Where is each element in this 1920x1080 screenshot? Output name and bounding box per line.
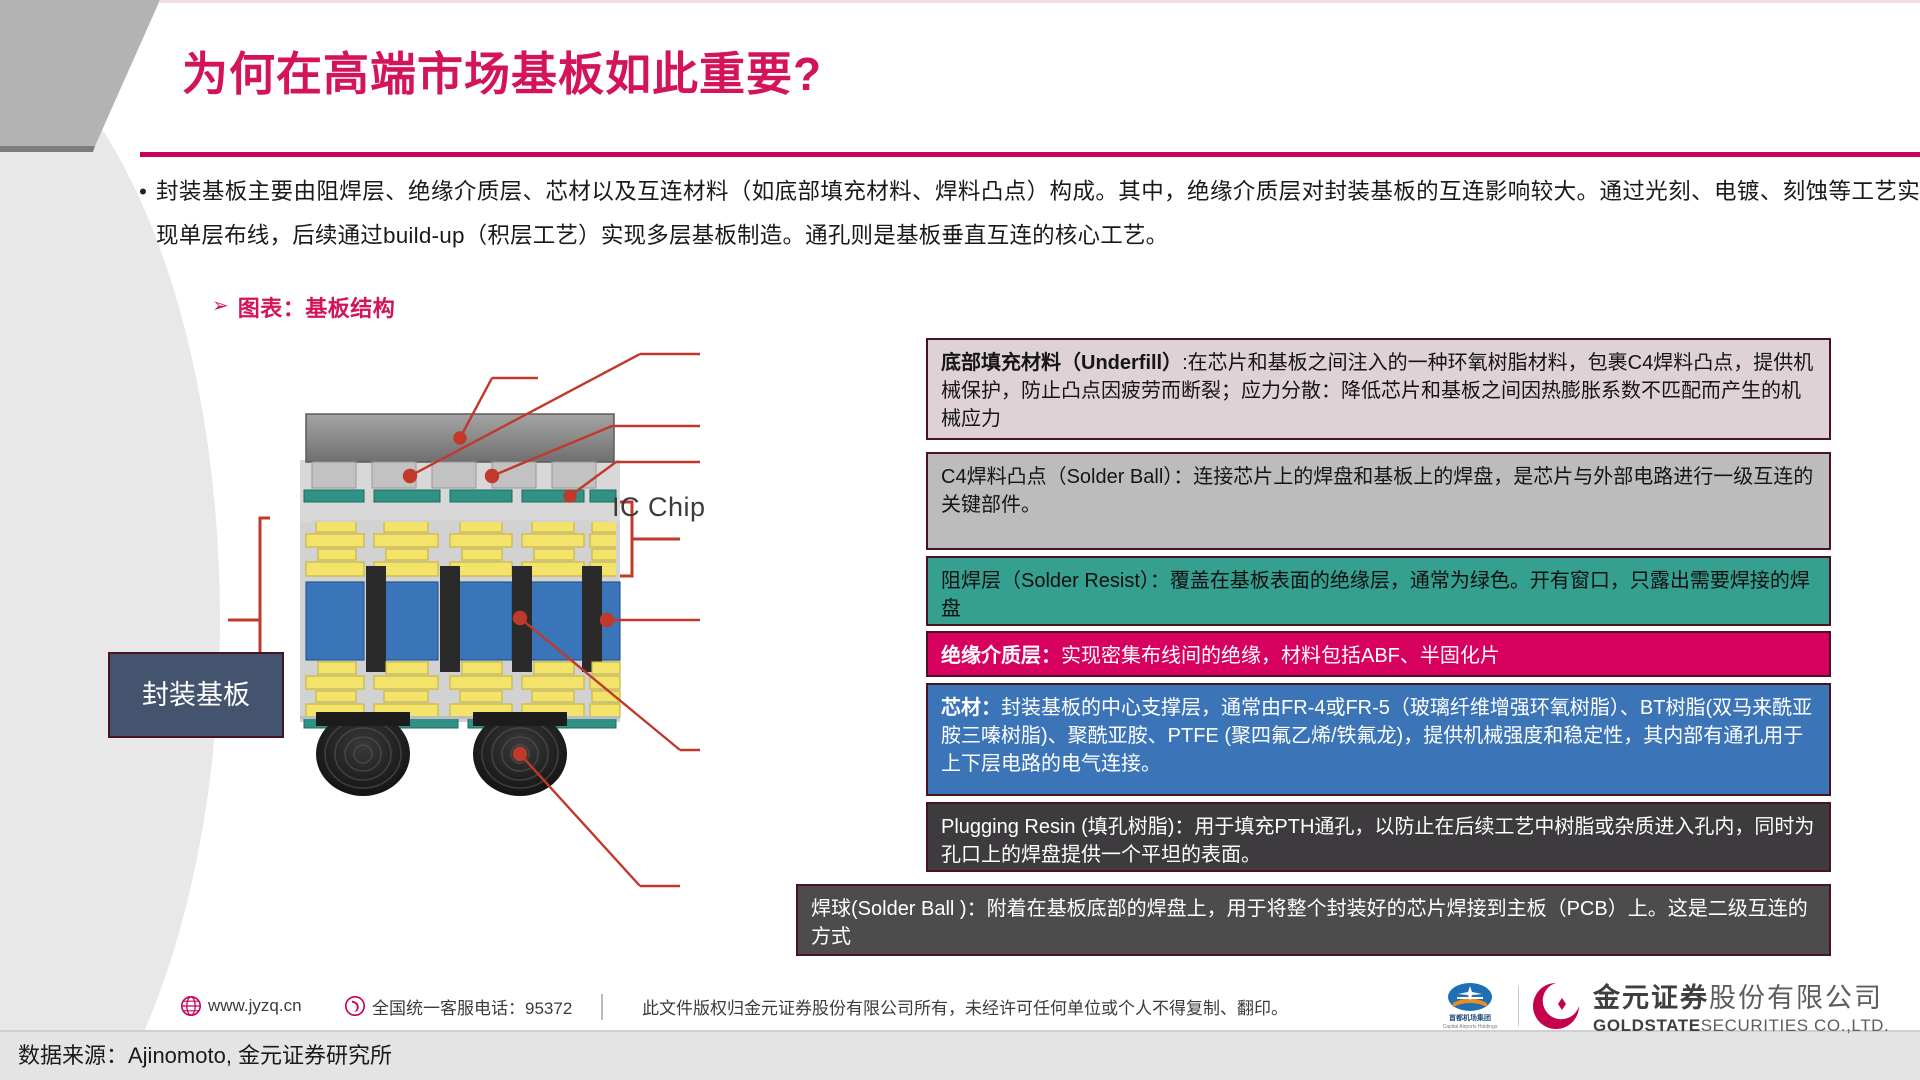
underfill-leader bbox=[402, 352, 700, 484]
title-underline-rule bbox=[140, 152, 1920, 157]
brand-block: 首都机场集团 Capital Airports Holdings 金元证券股份有… bbox=[1432, 980, 1889, 1035]
top-hairline bbox=[160, 0, 1920, 3]
buildup-copper-upper bbox=[305, 522, 616, 577]
bullet-row: • 封装基板主要由阻焊层、绝缘介质层、芯材以及互连材料（如底部填充材料、焊料凸点… bbox=[130, 170, 1920, 258]
legend-text: 封装基板的中心支撑层，通常由FR-4或FR-5（玻璃纤维增强环氧树脂）、BT树脂… bbox=[941, 697, 1813, 775]
footer-band bbox=[0, 1032, 1920, 1080]
footer-copyright: 此文件版权归金元证券股份有限公司所有，未经许可任何单位或个人不得复制、翻印。 bbox=[642, 994, 1288, 1019]
legend-item-core-material[interactable]: 芯材：封装基板的中心支撑层，通常由FR-4或FR-5（玻璃纤维增强环氧树脂）、B… bbox=[926, 683, 1831, 796]
legend-text: :在芯片和基板之间注入的一种环氧树脂材料，包裹C4焊料凸点，提供机械保护，防止凸… bbox=[941, 352, 1814, 430]
footer-copyright-text: 此文件版权归金元证券股份有限公司所有，未经许可任何单位或个人不得复制、翻印。 bbox=[642, 998, 1288, 1018]
footer-rule bbox=[0, 1030, 1920, 1032]
footer-bar: www.jyzq.cn 全国统一客服电话：95372 此文件版权归金元证券股份有… bbox=[0, 982, 1920, 1030]
corner-parallelogram-shade bbox=[0, 146, 95, 152]
substrate-cross-section-diagram bbox=[228, 352, 700, 888]
chart-caption: ➢ 图表：基板结构 bbox=[212, 291, 395, 323]
goldstate-en-rest: SECURITIES CO.,LTD. bbox=[1700, 1016, 1890, 1035]
capital-airports-mark bbox=[1448, 983, 1492, 1011]
goldstate-wordmark: 金元证券股份有限公司 GOLDSTATESECURITIES CO.,LTD. bbox=[1593, 976, 1889, 1036]
c4-bump-leader bbox=[484, 424, 700, 484]
legend-text: 阻焊层（Solder Resist）：覆盖在基板表面的绝缘层，通常为绿色。开有窗… bbox=[941, 570, 1810, 620]
goldstate-en-bold: GOLDSTATE bbox=[1593, 1016, 1701, 1035]
legend-item-c4-solder-bump[interactable]: C4焊料凸点（Solder Ball）：连接芯片上的焊盘和基板上的焊盘，是芯片与… bbox=[926, 452, 1831, 550]
legend-title: 绝缘介质层： bbox=[941, 645, 1061, 667]
footer-hotline-text: 全国统一客服电话：95372 bbox=[372, 998, 573, 1018]
goldstate-cn-bold: 金元证券 bbox=[1593, 983, 1709, 1013]
bullet-paragraph: 封装基板主要由阻焊层、绝缘介质层、芯材以及互连材料（如底部填充材料、焊料凸点）构… bbox=[156, 179, 1920, 248]
corner-parallelogram bbox=[0, 0, 160, 146]
legend-item-solder-resist[interactable]: 阻焊层（Solder Resist）：覆盖在基板表面的绝缘层，通常为绿色。开有窗… bbox=[926, 556, 1831, 626]
substrate-label: 封装基板 bbox=[108, 652, 284, 738]
substrate-bottom-edge bbox=[300, 716, 620, 719]
legend-item-plugging-resin[interactable]: Plugging Resin (填孔树脂)：用于填充PTH通孔，以防止在后续工艺… bbox=[926, 802, 1831, 872]
capital-airports-logo: 首都机场集团 Capital Airports Holdings bbox=[1432, 982, 1508, 1030]
chart-caption-text: 图表：基板结构 bbox=[237, 296, 396, 321]
solder-resist-leader bbox=[563, 460, 700, 503]
page-title: 为何在高端市场基板如此重要? bbox=[182, 48, 823, 100]
legend-text: 实现密集布线间的绝缘，材料包括ABF、半固化片 bbox=[1061, 645, 1500, 667]
legend-title: 芯材： bbox=[941, 697, 1001, 719]
background-arc bbox=[0, 28, 220, 1080]
legend-text: C4焊料凸点（Solder Ball）：连接芯片上的焊盘和基板上的焊盘，是芯片与… bbox=[941, 466, 1814, 516]
c4-bump-row bbox=[311, 461, 597, 489]
ic-chip-label: IC Chip bbox=[612, 492, 706, 522]
legend-item-solder-ball[interactable]: 焊球(Solder Ball )：附着在基板底部的焊盘上，用于将整个封装好的芯片… bbox=[796, 884, 1831, 956]
legend-item-dielectric-layer[interactable]: 绝缘介质层：实现密集布线间的绝缘，材料包括ABF、半固化片 bbox=[926, 631, 1831, 677]
capital-airports-en: Capital Airports Holdings bbox=[1442, 1024, 1498, 1030]
footer-divider bbox=[601, 994, 603, 1020]
footer-website-text: www.jyzq.cn bbox=[208, 996, 302, 1015]
goldstate-cn-rest: 股份有限公司 bbox=[1709, 983, 1883, 1013]
legend-item-underfill[interactable]: 底部填充材料（Underfill）:在芯片和基板之间注入的一种环氧树脂材料，包裹… bbox=[926, 338, 1831, 440]
legend-text: 焊球(Solder Ball )：附着在基板底部的焊盘上，用于将整个封装好的芯片… bbox=[811, 898, 1808, 948]
phone-icon bbox=[345, 996, 365, 1016]
body-bullet-block: • 封装基板主要由阻焊层、绝缘介质层、芯材以及互连材料（如底部填充材料、焊料凸点… bbox=[130, 170, 1920, 258]
legend-text: Plugging Resin (填孔树脂)：用于填充PTH通孔，以防止在后续工艺… bbox=[941, 816, 1815, 866]
brand-divider bbox=[1518, 986, 1519, 1026]
core-layer bbox=[305, 581, 621, 661]
footer-source: 数据来源：Ajinomoto, 金元证券研究所 bbox=[18, 1043, 393, 1068]
legend-title: 底部填充材料（Underfill） bbox=[941, 352, 1183, 374]
bga-solder-ball-left bbox=[316, 712, 410, 796]
arrow-right-icon: ➢ bbox=[212, 295, 229, 317]
globe-icon bbox=[181, 996, 201, 1016]
buildup-copper-lower bbox=[305, 661, 621, 718]
goldstate-cn: 金元证券股份有限公司 bbox=[1593, 976, 1889, 1015]
solder-ball-leader bbox=[512, 746, 680, 888]
goldstate-en: GOLDSTATESECURITIES CO.,LTD. bbox=[1593, 1016, 1889, 1036]
plugging-resin-leader bbox=[512, 610, 700, 752]
capital-airports-cn: 首都机场集团 bbox=[1449, 1015, 1491, 1022]
core-leader bbox=[599, 612, 700, 628]
ic-chip-leader bbox=[453, 376, 538, 445]
footer-website[interactable]: www.jyzq.cn bbox=[180, 995, 302, 1017]
bullet-marker: • bbox=[139, 179, 147, 204]
goldstate-logo-icon bbox=[1533, 983, 1579, 1029]
footer-hotline[interactable]: 全国统一客服电话：95372 bbox=[344, 994, 572, 1019]
